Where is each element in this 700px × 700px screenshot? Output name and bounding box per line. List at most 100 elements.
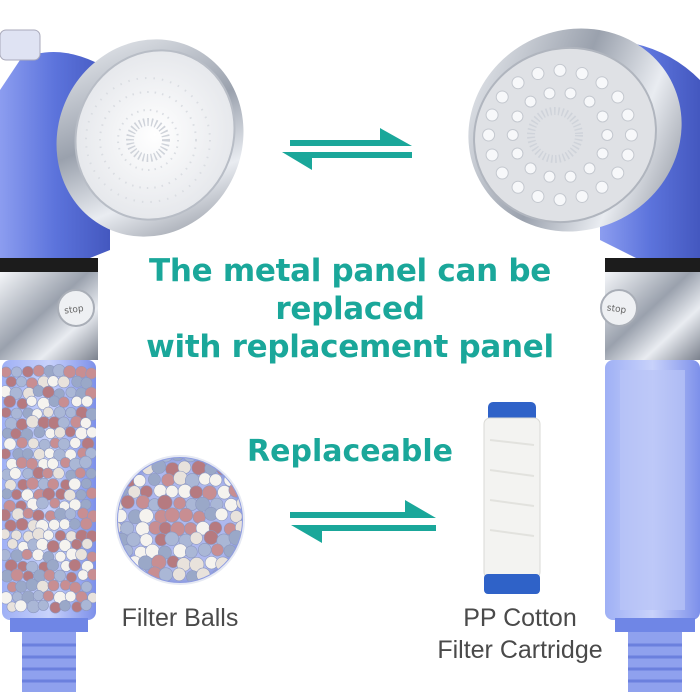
filter-ball [133, 474, 147, 488]
filter-ball [209, 458, 224, 464]
filter-balls-caption: Filter Balls [121, 604, 239, 632]
filter-ball [14, 599, 28, 613]
filter-ball [126, 532, 141, 547]
nozzle [506, 129, 519, 141]
filter-ball [25, 415, 40, 429]
filter-ball [173, 470, 188, 486]
nozzle [596, 147, 609, 160]
filter-ball [3, 437, 17, 451]
filter-ball [120, 495, 135, 509]
filter-ball [25, 578, 39, 592]
filter-ball [31, 548, 45, 562]
filter-ball [121, 568, 137, 582]
filter-ball [164, 531, 179, 546]
filter-ball [11, 489, 23, 500]
filter-ball [85, 367, 96, 380]
nozzle [482, 128, 496, 142]
filter-ball [79, 517, 93, 531]
filter-ball [189, 556, 205, 572]
filter-ball [54, 569, 66, 582]
filter-ball [139, 533, 153, 547]
filter-ball [42, 487, 56, 501]
filter-ball [71, 601, 83, 613]
filter-ball [69, 581, 82, 594]
filter-ball [69, 518, 81, 530]
filter-ball [118, 508, 128, 523]
nozzle [564, 87, 577, 100]
filter-ball [48, 518, 61, 531]
nozzle [511, 76, 525, 90]
filter-ball [42, 467, 54, 479]
nozzle [524, 95, 537, 108]
filter-ball [36, 496, 49, 510]
filter-ball [189, 485, 203, 499]
filter-ball [43, 569, 56, 582]
filter-ball [120, 458, 134, 464]
filter-ball [27, 437, 40, 450]
filter-ball [10, 407, 23, 420]
filter-ball [195, 496, 210, 512]
filter-ball [79, 455, 93, 469]
filter-ball [53, 406, 66, 419]
nozzle [553, 63, 567, 77]
filter-ball [118, 459, 129, 476]
filter-ball [11, 366, 23, 378]
nozzle [601, 129, 614, 141]
filter-ball [157, 494, 173, 511]
filter-ball [44, 447, 56, 459]
replaceable-label: Replaceable [247, 434, 453, 469]
nozzle [495, 90, 509, 104]
nozzle [511, 180, 525, 194]
nozzle [543, 87, 556, 100]
nozzle [564, 170, 577, 183]
filter-ball [47, 579, 60, 592]
headline-line-1: The metal panel can be replaced [149, 253, 551, 327]
pp-cotton-caption-line-1: PP Cotton [463, 604, 577, 632]
filter-ball [202, 485, 217, 501]
filter-ball [2, 508, 11, 522]
filter-ball [5, 376, 17, 388]
filter-ball [118, 458, 125, 464]
filter-ball [9, 386, 23, 400]
filter-ball [224, 498, 238, 512]
filter-ball [63, 489, 76, 502]
filter-ball [87, 592, 96, 604]
filter-ball [85, 407, 96, 421]
filter-ball [138, 508, 154, 524]
filter-ball [58, 518, 71, 530]
nozzle [511, 147, 524, 160]
filter-ball [215, 507, 229, 521]
filter-ball [80, 478, 92, 489]
filter-ball [9, 467, 22, 480]
filter-ball [58, 539, 72, 552]
nozzle [624, 128, 638, 142]
filter-ball [49, 601, 62, 614]
filter-ball [15, 376, 27, 388]
filter-ball [35, 538, 49, 551]
filter-ball [59, 457, 71, 469]
filter-ball [87, 568, 96, 581]
filter-ball [133, 458, 149, 463]
headline-line-2: with replacement panel [146, 329, 554, 365]
filter-ball [80, 599, 92, 611]
filter-ball [69, 437, 82, 449]
filter-ball [15, 580, 28, 593]
filter-ball [118, 568, 125, 582]
filter-ball [222, 570, 236, 582]
nozzle [543, 170, 556, 183]
filter-ball [118, 543, 122, 558]
filter-ball [48, 395, 61, 407]
filter-ball [57, 416, 70, 429]
filter-ball [32, 364, 45, 377]
nozzle [575, 189, 589, 203]
filter-ball [21, 548, 33, 561]
nozzle [621, 148, 635, 162]
nozzle [583, 95, 596, 108]
filter-ball [64, 590, 77, 603]
filter-ball [65, 386, 77, 398]
filter-ball [2, 407, 12, 418]
filter-ball [211, 543, 224, 557]
filter-ball [3, 395, 16, 408]
filter-ball [2, 549, 11, 561]
